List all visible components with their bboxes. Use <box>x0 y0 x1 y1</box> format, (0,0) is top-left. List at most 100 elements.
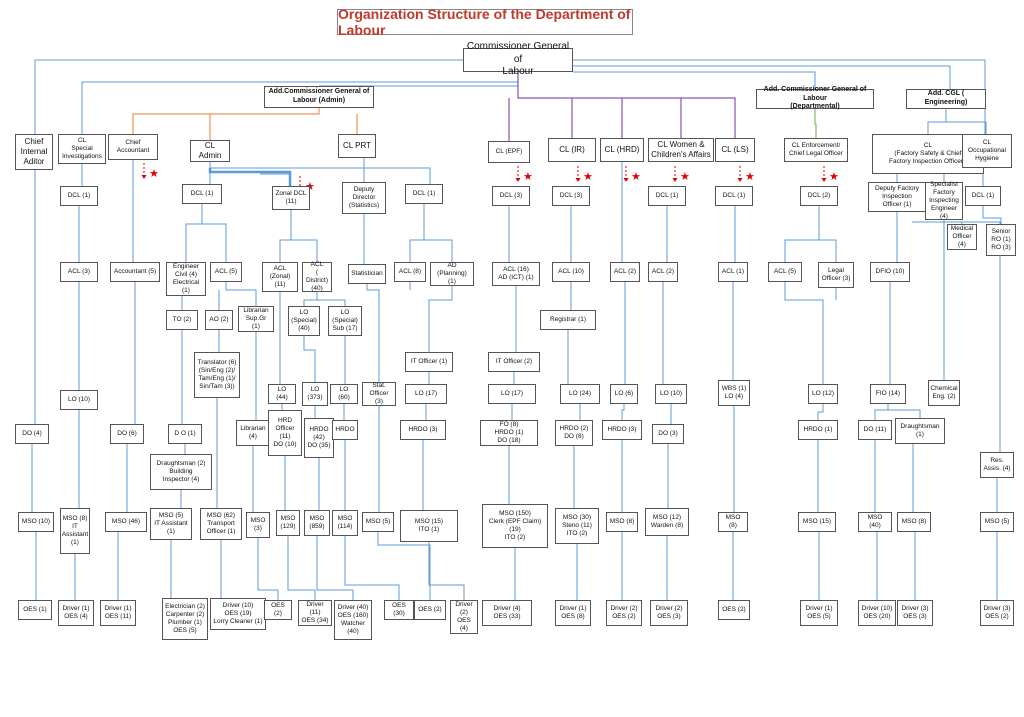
node-do11: DO (11) <box>858 420 892 440</box>
node-driver11: Driver (11) OES (34) <box>298 600 332 626</box>
node-ca: Chief Accountant <box>108 134 158 160</box>
node-mso-admin: MSO (5) IT Assistant (1) <box>150 508 192 540</box>
node-driver-oh: Driver (3) OES (2) <box>980 600 1014 626</box>
red-star-icon: ★ <box>583 170 593 183</box>
node-clir: CL (IR) <box>548 138 596 162</box>
node-lo10-wca: LO (10) <box>655 384 687 404</box>
node-dcl-enf: DCL (2) <box>800 186 838 206</box>
node-clenf: CL Enforcement/ Chief Legal Officer <box>784 138 848 162</box>
node-driver-ir: Driver (1) OES (8) <box>555 600 591 626</box>
connector-4 <box>573 71 816 89</box>
connector-38 <box>982 168 1002 600</box>
connector-25 <box>279 292 316 600</box>
node-mso40: MSO (40) <box>858 512 892 532</box>
node-statistician: Statistician <box>348 264 386 284</box>
node-mso-cia: MSO (10) <box>18 512 54 532</box>
red-star-icon: ★ <box>829 170 839 183</box>
node-stat-officer: Stat. Officer (3) <box>362 382 396 406</box>
node-it-officer-epf: IT Officer (2) <box>488 352 540 372</box>
node-translator: Translator (6) (Sin/Eng (2)/ Tam/Eng (1)… <box>194 352 240 398</box>
node-acl-zonal: ACL (Zonal) (11) <box>262 262 298 292</box>
node-hrdo-enf: HRDO (1) <box>798 420 838 440</box>
node-driver-hrd: Driver (2) OES (2) <box>606 600 642 626</box>
node-acgl-dept: Add. Commissioner General of Labour (Dep… <box>756 86 874 110</box>
connector-thick <box>208 168 292 186</box>
node-lo-special: LO (Special) (40) <box>288 306 320 336</box>
connector-23 <box>210 167 431 184</box>
node-dcl-si: DCL (1) <box>60 186 98 206</box>
node-dcl-wca: DCL (1) <box>648 186 686 206</box>
node-cladmin: CL Admin <box>190 140 230 162</box>
node-draughtsman1: Draughtsman (1) <box>895 418 945 444</box>
node-oes2-ls: OES (2) <box>718 600 750 620</box>
node-hrdo-hrd: HRDO (3) <box>602 420 642 440</box>
node-mso-62: MSO (62) Transport Officer (1) <box>200 508 242 540</box>
connector-36 <box>874 174 921 600</box>
node-to: TO (2) <box>166 310 198 330</box>
node-mso8-ls: MSO (8) <box>718 512 748 532</box>
red-arrow-head <box>141 175 147 179</box>
node-oes30: OES (30) <box>384 600 414 620</box>
node-fio: FIO (14) <box>870 384 906 404</box>
node-driver-fs2: Driver (3) OES (3) <box>897 600 933 626</box>
node-legal: Legal Officer (3) <box>818 262 854 288</box>
node-lo6: LO (6) <box>610 384 638 404</box>
node-mso3: MSO (3) <box>246 512 270 538</box>
node-mso15-enf: MSO (15) <box>798 512 836 532</box>
node-driver40: Driver (40) OES (160) Watcher (40) <box>334 600 372 640</box>
red-star-icon: ★ <box>631 170 641 183</box>
node-oes2-lib: OES (2) <box>264 600 292 620</box>
node-mso15-prt: MSO (15) ITO (1) <box>400 510 458 542</box>
node-lo12: LO (12) <box>808 384 838 404</box>
node-dcl-prt: DCL (1) <box>405 184 443 204</box>
node-zonal: Zonal DCL (11) <box>272 186 310 210</box>
connector-26 <box>303 292 354 600</box>
node-mso5-stat: MSO (5) <box>362 512 394 532</box>
node-hrdo-prt: HRDO (3) <box>400 420 446 440</box>
node-acl-hrd: ACL (2) <box>610 262 640 282</box>
connector-33 <box>662 206 672 600</box>
node-clwca: CL Women & Children's Affairs <box>648 138 714 162</box>
connector-15 <box>927 109 947 134</box>
node-acl-prt: ACL (8) <box>394 262 426 282</box>
node-hrdo-ir: HRDO (2) DO (8) <box>555 420 593 446</box>
connector-30 <box>508 206 517 600</box>
node-draughtsman2: Draughtsman (2) Building Inspector (4) <box>150 454 212 490</box>
connector-37 <box>912 174 1001 380</box>
red-arrow-head <box>515 178 521 182</box>
node-ao: AO (2) <box>205 310 233 330</box>
node-mso114: MSO (114) <box>332 510 358 536</box>
node-do-wca: DO (3) <box>652 424 684 444</box>
node-mso8-hrd: MSO (8) <box>606 512 638 532</box>
red-arrow-head <box>623 178 629 182</box>
connector-27 <box>343 336 400 600</box>
node-hrdo-sub: HRDO <box>332 420 358 440</box>
node-clepf: CL (EPF) <box>488 141 530 163</box>
node-mso-wca: MSO (12) Warden (8) <box>645 508 689 536</box>
connector-9 <box>517 72 736 138</box>
node-acl-admin: ACL (5) <box>210 262 242 282</box>
node-cia: Chief Internal Aditor <box>15 134 53 170</box>
red-star-icon: ★ <box>680 170 690 183</box>
node-lo17-epf: LO (17) <box>488 384 536 404</box>
red-arrow-head <box>672 178 678 182</box>
node-fo-epf: FO (8) HRDO (1) DO (18) <box>480 420 538 446</box>
node-dcl-admin: DCL (1) <box>182 184 222 204</box>
node-driver-ca: Driver (1) OES (11) <box>100 600 136 626</box>
node-dcl-ir: DCL (3) <box>552 186 590 206</box>
node-mso129: MSO (129) <box>276 510 300 536</box>
connector-2 <box>573 59 986 134</box>
node-oes-cia: OES (1) <box>18 600 52 620</box>
red-arrow-head <box>821 178 827 182</box>
connector-32 <box>621 162 626 600</box>
connector-35 <box>784 206 837 600</box>
node-acl-ir: ACL (10) <box>552 262 590 282</box>
red-star-icon: ★ <box>305 180 315 193</box>
node-clhrd: CL (HRD) <box>600 138 644 162</box>
node-driver-epf: Driver (4) OES (33) <box>482 600 532 626</box>
node-acl-wca: ACL (2) <box>648 262 678 282</box>
connector-18 <box>74 164 83 600</box>
connector-34 <box>732 206 736 600</box>
connector-3 <box>573 65 951 89</box>
